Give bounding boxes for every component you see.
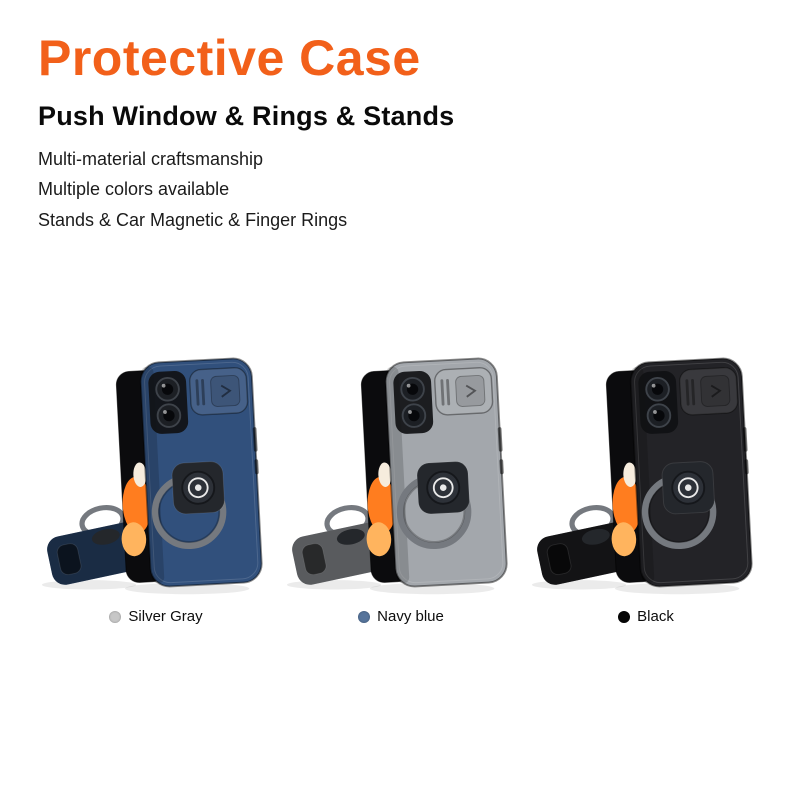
phone-shadow: [614, 583, 740, 595]
push-window-slide: [189, 367, 249, 416]
slide-arrow-icon: [465, 384, 477, 398]
ring-logo: [432, 477, 454, 499]
flat-case-ring-mount: [91, 529, 120, 546]
standing-phone: [115, 357, 263, 588]
standing-phone: [360, 357, 508, 588]
product-card: Navy blue: [283, 351, 519, 625]
kickstand-etch: [700, 375, 731, 408]
phone-shadow: [124, 583, 250, 595]
color-dot: [109, 610, 122, 623]
flat-case-camera-cutout: [546, 543, 572, 576]
camera-module: [148, 371, 189, 435]
ring-holder: [151, 461, 227, 550]
page-subtitle: Push Window & Rings & Stands: [38, 100, 455, 131]
feature-list: Multi-material craftsmanship Multiple co…: [38, 144, 764, 236]
ring-holder: [641, 461, 717, 550]
wallpaper-flower-petal: [121, 522, 147, 557]
wallpaper-flower-highlight: [378, 462, 392, 488]
phone-case-illustration: [531, 357, 753, 595]
color-label: Black: [637, 608, 674, 626]
side-buttons: [497, 427, 504, 475]
feature-item: Multiple colors available: [38, 179, 230, 200]
kickstand-etch: [210, 375, 241, 408]
product-card: Black: [528, 351, 764, 625]
wallpaper-flower-highlight: [133, 462, 147, 488]
slide-arrow-icon: [220, 384, 232, 398]
phone-case-illustration: [41, 357, 263, 595]
ring-holder: [396, 461, 472, 550]
flat-case-shadow: [286, 580, 382, 590]
flat-case-shadow: [41, 580, 137, 590]
camera-module: [393, 371, 434, 435]
phone-case-illustration: [286, 357, 508, 595]
ring-logo: [187, 477, 209, 499]
flat-case-ring-mount: [581, 529, 610, 546]
side-buttons: [742, 427, 749, 475]
push-window-slide: [434, 367, 494, 416]
phone-shadow: [369, 583, 495, 595]
wallpaper-flower-petal: [611, 522, 637, 557]
color-option: Navy blue: [358, 608, 444, 625]
color-option: Silver Gray: [109, 608, 203, 626]
product-card: Silver Gray: [38, 351, 274, 625]
flat-case-ring-mount: [336, 529, 365, 546]
wallpaper-flower: [612, 477, 642, 534]
kickstand-etch: [455, 375, 486, 408]
color-option: Black: [618, 608, 674, 625]
feature-item: Multi-material craftsmanship: [38, 148, 264, 169]
side-buttons: [252, 427, 259, 475]
page-title: Protective Case: [38, 30, 421, 86]
flat-case-camera-cutout: [56, 543, 82, 576]
wallpaper-flower: [122, 477, 152, 534]
wallpaper-flower-highlight: [623, 462, 637, 488]
wallpaper-flower: [367, 477, 397, 534]
feature-item: Stands & Car Magnetic & Finger Rings: [38, 209, 348, 230]
color-label: Silver Gray: [128, 608, 203, 626]
camera-module: [638, 371, 679, 435]
color-dot: [358, 610, 371, 623]
push-window-slide: [679, 367, 739, 416]
flat-case-shadow: [531, 580, 627, 590]
slide-arrow-icon: [710, 384, 722, 398]
ring-logo: [677, 477, 699, 499]
color-label: Navy blue: [377, 608, 444, 626]
flat-case-camera-cutout: [301, 543, 327, 576]
color-dot: [618, 610, 631, 623]
standing-phone: [605, 357, 753, 588]
product-row: Silver Gray: [38, 351, 764, 625]
wallpaper-flower-petal: [366, 522, 392, 557]
